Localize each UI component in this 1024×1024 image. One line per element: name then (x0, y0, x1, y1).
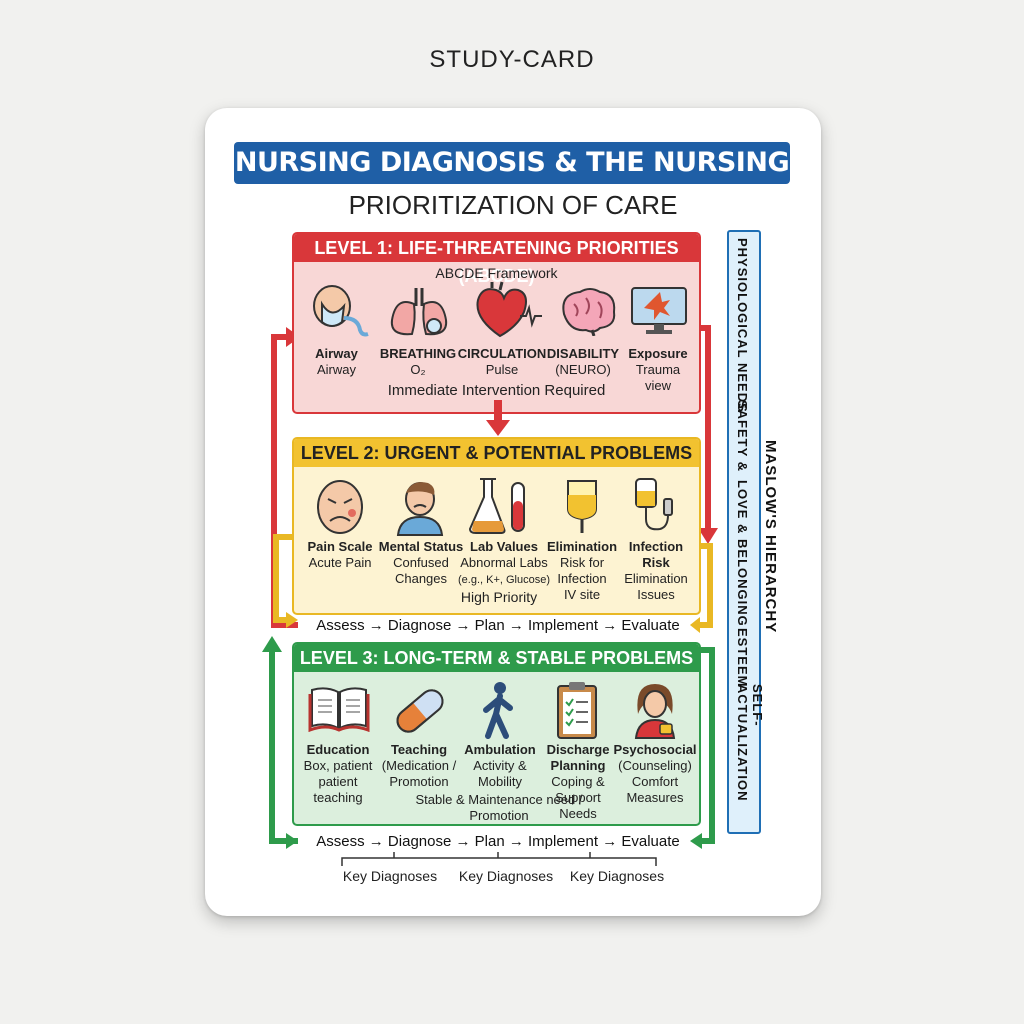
level1-footer: Immediate Intervention Required (387, 382, 606, 399)
maslow-level-self-actualization: SELF-ACTUALIZATION (735, 684, 765, 802)
pain-face-icon (317, 480, 363, 534)
confused-person-icon (396, 482, 444, 536)
clipboard-icon (557, 682, 597, 739)
level1-framework-label: ABCDE Framework (435, 265, 558, 281)
lab-flask-icon (468, 478, 525, 534)
level1-item-disability: DISABILITY(NEURO) (546, 346, 620, 377)
cycle-arrows-left (262, 327, 300, 849)
level3-item-teaching: Teaching(Medication /Promotion (381, 742, 457, 789)
process-flow-top: Assess → Diagnose → Plan → Implement → E… (316, 617, 680, 634)
key-diagnoses-3: Key Diagnoses (569, 868, 665, 884)
maslow-level-esteem: ESTEEM (735, 628, 750, 688)
level2-header: LEVEL 2: URGENT & POTENTIAL PROBLEMS (294, 439, 699, 467)
maslow-level-physiological: PHYSIOLOGICAL NEEDS (735, 238, 750, 413)
level1-to-level2-arrow (486, 400, 510, 436)
level3-header: LEVEL 3: LONG-TERM & STABLE PROBLEMS (294, 644, 699, 672)
iv-bag-icon (567, 480, 597, 533)
heart-icon (476, 281, 542, 338)
pill-icon (396, 689, 444, 733)
level3-box: LEVEL 3: LONG-TERM & STABLE PROBLEMS Edu… (292, 642, 701, 826)
level1-header: LEVEL 1: LIFE-THREATENING PRIORITIES (AB… (294, 234, 699, 286)
page-subtitle: PRIORITIZATION OF CARE (348, 190, 678, 220)
airway-mask-icon (313, 285, 369, 337)
level2-footer: High Priority (460, 589, 538, 605)
key-diagnoses-2: Key Diagnoses (458, 868, 554, 884)
lungs-icon (390, 288, 448, 336)
level2-box: LEVEL 2: URGENT & POTENTIAL PROBLEMS Pai… (292, 437, 701, 615)
process-flow-bottom: Assess → Diagnose → Plan → Implement → E… (316, 833, 680, 850)
level1-box: LEVEL 1: LIFE-THREATENING PRIORITIES (AB… (292, 232, 701, 414)
iv-drip-icon (635, 478, 673, 531)
maslow-level-safety: SAFETY & (735, 400, 750, 473)
card-label: STUDY-CARD (429, 46, 595, 73)
brain-icon (562, 288, 616, 336)
monitor-trauma-icon (631, 287, 687, 334)
book-icon (308, 687, 370, 732)
maslow-title: MASLOW'S HIERARCHY (762, 440, 779, 634)
maslow-hierarchy-bar: PHYSIOLOGICAL NEEDS SAFETY & LOVE & BELO… (727, 230, 765, 834)
key-diagnoses-bracket (341, 852, 657, 866)
level3-footer: Stable & Maintenance need /Promotion (415, 792, 583, 823)
counselor-icon (634, 684, 676, 739)
page-title: NURSING DIAGNOSIS & THE NURSING PROCESS (234, 142, 790, 220)
key-diagnoses-1: Key Diagnoses (342, 868, 438, 884)
walking-person-icon (483, 682, 513, 739)
maslow-level-love-belonging: LOVE & BELONGING (735, 480, 750, 627)
